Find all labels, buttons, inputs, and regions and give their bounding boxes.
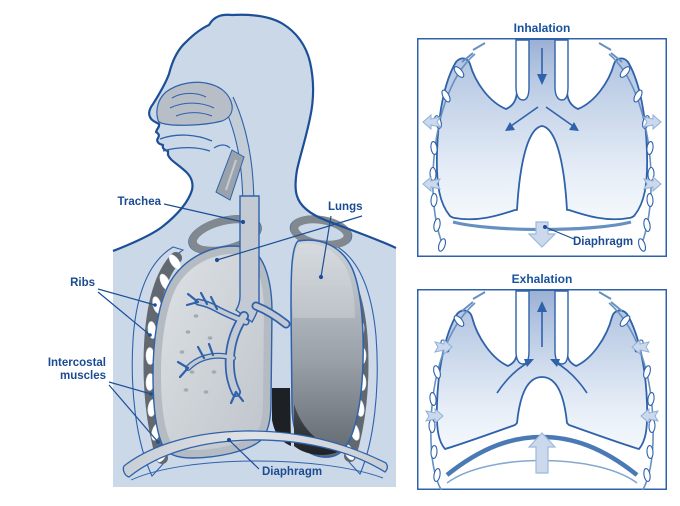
diaphragm-down-arrow (527, 221, 557, 248)
inhalation-airflow-arrows (505, 48, 579, 131)
leader-lines (97, 203, 363, 470)
label-ribs: Ribs (70, 277, 95, 289)
inhalation-title: Inhalation (513, 21, 571, 35)
exhalation-diagram (417, 289, 667, 490)
label-intercostal-line2: muscles (59, 370, 106, 382)
airway-and-bronchial-tree (176, 96, 291, 405)
label-intercostal-line1: Intercostal (47, 357, 106, 369)
nasal-cavity (156, 81, 233, 126)
right-lung (290, 239, 364, 458)
main-anatomy-figure (97, 13, 397, 488)
diaphragm-up-arrow (527, 432, 557, 474)
label-intercostal-muscles: Intercostal muscles (26, 357, 106, 383)
mouth-lines (159, 134, 213, 152)
exhalation-title: Exhalation (511, 272, 573, 286)
label-lungs: Lungs (328, 201, 363, 213)
head-outline (112, 13, 397, 253)
label-diaphragm-inhalation: Diaphragm (573, 236, 634, 248)
exhalation-compression-arrows (424, 338, 660, 425)
diaphragm-shape (122, 430, 389, 481)
exhalation-rib-arcs (428, 291, 656, 490)
exhalation-diaphragm-curve (445, 432, 639, 484)
exhalation-airflow-arrows (496, 301, 588, 394)
inhalation-diagram (417, 38, 667, 257)
label-trachea: Trachea (117, 196, 161, 208)
bronchiole-twigs (176, 291, 245, 405)
inhalation-expansion-arrows (422, 113, 662, 193)
label-diaphragm-main: Diaphragm (262, 466, 323, 478)
alveoli-dots (179, 314, 217, 394)
inhalation-diaphragm-curve (452, 220, 632, 248)
inhalation-rib-arcs (429, 42, 655, 252)
